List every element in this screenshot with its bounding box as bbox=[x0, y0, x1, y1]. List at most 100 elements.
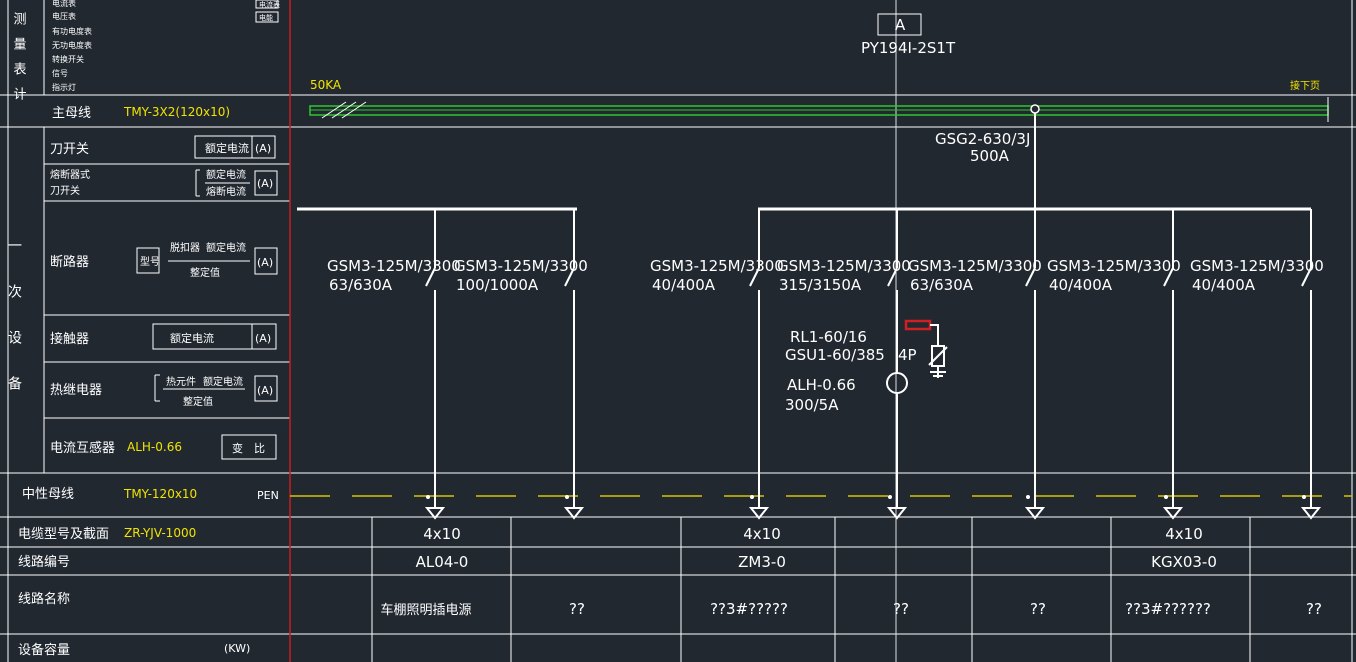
cable-label: 电缆型号及截面 bbox=[18, 526, 109, 542]
circuit-name-cell: ??3#????? bbox=[710, 600, 788, 618]
model-label: 型号 bbox=[140, 255, 160, 268]
cable-value: ZR-YJV-1000 bbox=[124, 526, 196, 540]
breaker-blade bbox=[1301, 267, 1312, 287]
cable-cell: 4x10 bbox=[423, 525, 461, 543]
breaker-blade bbox=[887, 267, 898, 287]
breaker-blade bbox=[425, 267, 436, 287]
end-note: 接下页 bbox=[1290, 79, 1320, 92]
diagram-labels: A PY194I-2S1T 50KA 接下页 GSG2-630/3J 500A … bbox=[310, 16, 1320, 414]
protection-symbols bbox=[886, 319, 948, 394]
feeder-breaker-rating: 315/3150A bbox=[779, 276, 862, 294]
breaker-label: 断路器 bbox=[50, 254, 89, 270]
fuse-switch-label-2: 刀开关 bbox=[50, 184, 80, 197]
trip-unit-label: 脱扣器 bbox=[170, 241, 200, 254]
busbar-value: TMY-3X2(120x10) bbox=[123, 105, 230, 119]
rated-current-label: 额定电流 bbox=[170, 331, 214, 345]
main-switch-model: GSG2-630/3J bbox=[935, 130, 1030, 148]
left-boxes bbox=[136, 0, 922, 460]
outgoing-arrow bbox=[1162, 507, 1184, 520]
bottom-table: 4x10 4x10 4x10 AL04-0 ZM3-0 KGX03-0 车棚照明… bbox=[380, 525, 1321, 618]
pen-label: PEN bbox=[257, 489, 279, 502]
circuit-name-cell: ?? bbox=[893, 600, 909, 618]
breaker-blade bbox=[749, 267, 760, 287]
meter-item: 有功电度表 bbox=[52, 26, 92, 36]
fuse-model: RL1-60/16 bbox=[790, 328, 867, 346]
feeder-breaker-rating: 100/1000A bbox=[456, 276, 539, 294]
setting-label: 整定值 bbox=[183, 395, 213, 408]
circuit-name-cell: 车棚照明插电源 bbox=[380, 602, 471, 618]
neutral-tap bbox=[565, 495, 569, 499]
ct-value: ALH-0.66 bbox=[127, 440, 182, 454]
meter-item: 信号 bbox=[52, 68, 68, 78]
meter-model: PY194I-2S1T bbox=[861, 39, 956, 57]
feeder-breaker-rating: 63/630A bbox=[329, 276, 393, 294]
ct-label: 电流互感器 bbox=[50, 440, 115, 456]
main-ct-model: ALH-0.66 bbox=[787, 376, 856, 394]
capacity-label: 设备容量 bbox=[18, 642, 70, 658]
meter-box-text: A bbox=[895, 16, 906, 34]
fuse-current-label: 熔断电流 bbox=[206, 185, 246, 198]
feeder-breaker-rating: 40/400A bbox=[1192, 276, 1256, 294]
meter-item: 转换开关 bbox=[52, 54, 84, 64]
unit-a: (A) bbox=[257, 177, 273, 190]
circuit-name-label: 线路名称 bbox=[18, 591, 70, 607]
unit-a: (A) bbox=[255, 332, 271, 345]
outgoing-arrow bbox=[424, 507, 446, 520]
left-panel: 测量表计 电流表 电压表 有功电度表 无功电度表 转换开关 信号 指示灯 电流表… bbox=[6, 0, 280, 658]
feeder-breaker-rating: 40/400A bbox=[652, 276, 716, 294]
rated-current-label: 额定电流 bbox=[205, 141, 249, 155]
meter-group-label: 测量表计 bbox=[11, 12, 27, 112]
meter-items: 电流表 电压表 有功电度表 无功电度表 转换开关 信号 指示灯 电流表 电能 bbox=[52, 0, 280, 92]
main-switch-rating: 500A bbox=[970, 147, 1010, 165]
circuit-no-cell: ZM3-0 bbox=[738, 553, 786, 571]
neutral-tap bbox=[750, 495, 754, 499]
circuit-name-cell: ?? bbox=[1030, 600, 1046, 618]
unit-a: (A) bbox=[255, 142, 271, 155]
meter-item: 无功电度表 bbox=[52, 40, 92, 50]
rated-current-label: 额定电流 bbox=[206, 241, 246, 254]
feeder-breaker-model: GSM3-125M/3300 bbox=[1047, 257, 1181, 275]
outgoing-arrow bbox=[563, 507, 585, 520]
ratio-label: 变 比 bbox=[232, 441, 265, 455]
circuit-name-cell: ?? bbox=[1306, 600, 1322, 618]
unit-a: (A) bbox=[257, 256, 273, 269]
busbar-label: 主母线 bbox=[52, 106, 91, 121]
rated-current-label: 额定电流 bbox=[206, 168, 246, 181]
main-busbar bbox=[309, 97, 1329, 122]
main-ct-ratio: 300/5A bbox=[785, 396, 839, 414]
meter-item: 指示灯 bbox=[52, 82, 76, 92]
outgoing-arrow bbox=[748, 507, 770, 520]
contactor-label: 接触器 bbox=[50, 331, 89, 347]
feeder-drop bbox=[897, 290, 906, 321]
neutral-label: 中性母线 bbox=[22, 487, 74, 502]
feeder-breaker-model: GSM3-125M/3300 bbox=[777, 257, 911, 275]
setting-label: 整定值 bbox=[190, 266, 220, 279]
feeder-breaker-model: GSM3-125M/3300 bbox=[1190, 257, 1324, 275]
feeder-breaker-model: GSM3-125M/3300 bbox=[908, 257, 1042, 275]
fuse-switch-label: 熔断器式 bbox=[50, 168, 90, 181]
short-circuit-label: 50KA bbox=[310, 78, 342, 92]
feeder-breaker-model: GSM3-125M/3300 bbox=[650, 257, 784, 275]
heat-element-label: 热元件 bbox=[166, 375, 196, 388]
neutral-tap bbox=[1026, 495, 1030, 499]
feeder-breaker-rating: 63/630A bbox=[910, 276, 974, 294]
breaker-blade bbox=[564, 267, 575, 287]
outgoing-arrow bbox=[886, 507, 908, 520]
feeder-breaker-rating: 40/400A bbox=[1049, 276, 1113, 294]
spd-pole: 4P bbox=[898, 346, 917, 364]
feeder-breaker-model: GSM3-125M/3300 bbox=[454, 257, 588, 275]
meter-item: 电压表 bbox=[52, 11, 76, 21]
meter-box-label: 电能 bbox=[259, 13, 273, 22]
spd-model: GSU1-60/385 bbox=[785, 346, 885, 364]
feeders: GSM3-125M/330063/630AGSM3-125M/3300100/1… bbox=[327, 209, 1324, 520]
kw-unit: (KW) bbox=[224, 642, 250, 655]
outgoing-arrow bbox=[1024, 507, 1046, 520]
breaker-blade bbox=[1163, 267, 1174, 287]
knife-switch-label: 刀开关 bbox=[50, 142, 89, 157]
circuit-no-cell: KGX03-0 bbox=[1151, 553, 1217, 571]
neutral-value: TMY-120x10 bbox=[123, 487, 197, 501]
cable-cell: 4x10 bbox=[743, 525, 781, 543]
meter-box-label: 电流表 bbox=[259, 0, 280, 9]
